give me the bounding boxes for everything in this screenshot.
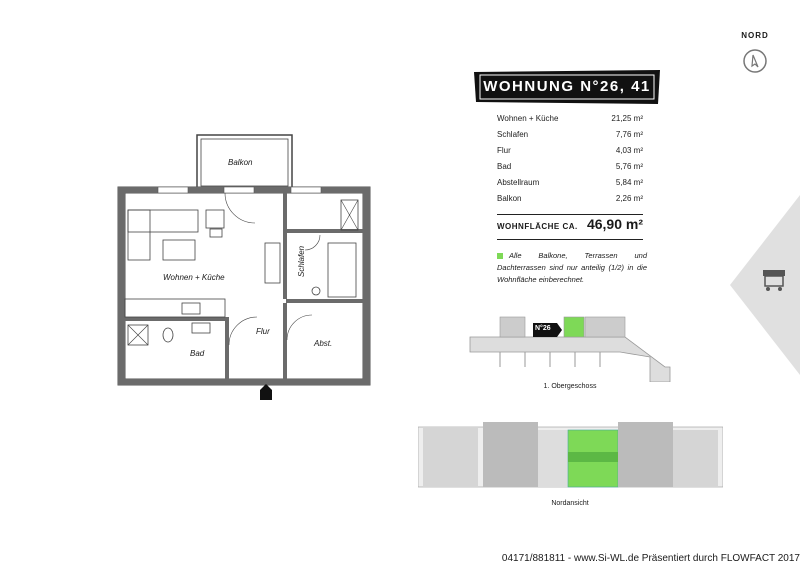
floor-overview-plan — [469, 316, 671, 382]
room-row: Flur 4,03 m² — [497, 143, 643, 159]
plan-label-bad: Bad — [190, 349, 205, 358]
room-name: Schlafen — [497, 130, 529, 139]
note-text: Alle Balkone, Terrassen und Dachterrasse… — [497, 251, 647, 284]
room-row: Wohnen + Küche 21,25 m² — [497, 111, 643, 127]
plan-label-schlafen: Schlafen — [297, 245, 306, 277]
balcony-note: Alle Balkone, Terrassen und Dachterrasse… — [497, 250, 647, 286]
room-name: Bad — [497, 162, 512, 171]
market-stall-icon[interactable] — [760, 265, 788, 293]
title-banner — [474, 70, 660, 104]
room-row: Bad 5,76 m² — [497, 159, 643, 175]
compass-icon — [743, 49, 767, 73]
unit-tag: N°26 — [535, 325, 551, 332]
room-row: Schlafen 7,76 m² — [497, 127, 643, 143]
room-area: 21,25 m² — [611, 114, 643, 123]
total-area-label: WOHNFLÄCHE CA. — [497, 222, 578, 231]
plan-label-wohnen: Wohnen + Küche — [163, 273, 225, 282]
room-area: 2,26 m² — [615, 194, 643, 203]
room-area: 5,84 m² — [615, 178, 643, 187]
compass-label: NORD — [741, 31, 769, 40]
room-list: Wohnen + Küche 21,25 m² Schlafen 7,76 m² F… — [497, 111, 643, 207]
green-marker-icon — [497, 253, 503, 260]
room-row: Abstellraum 5,84 m² — [497, 175, 643, 191]
room-area: 7,76 m² — [615, 130, 643, 139]
apartment-title: WOHNUNG N°26, 41 — [483, 78, 651, 95]
room-area: 5,76 m² — [615, 162, 643, 171]
total-area-value: 46,90 m² — [586, 216, 643, 232]
divider — [497, 239, 643, 240]
plan-label-abst: Abst. — [314, 339, 333, 348]
room-area: 4,03 m² — [615, 146, 643, 155]
room-row: Balkon 2,26 m² — [497, 191, 643, 207]
footer-contact: 04171/881811 - www.Si-WL.de Präsentiert … — [501, 553, 800, 564]
plan-label-flur: Flur — [256, 327, 270, 336]
divider — [497, 214, 643, 215]
north-elevation-drawing — [418, 422, 723, 488]
room-name: Flur — [497, 146, 511, 155]
room-name: Abstellraum — [497, 178, 540, 187]
floor-label: 1. Obergeschoss — [543, 383, 597, 390]
room-name: Wohnen + Küche — [497, 114, 559, 123]
room-name: Balkon — [497, 194, 522, 203]
floor-plan — [117, 134, 371, 400]
elevation-label: Nordansicht — [551, 500, 589, 507]
plan-label-balkon: Balkon — [228, 158, 253, 167]
